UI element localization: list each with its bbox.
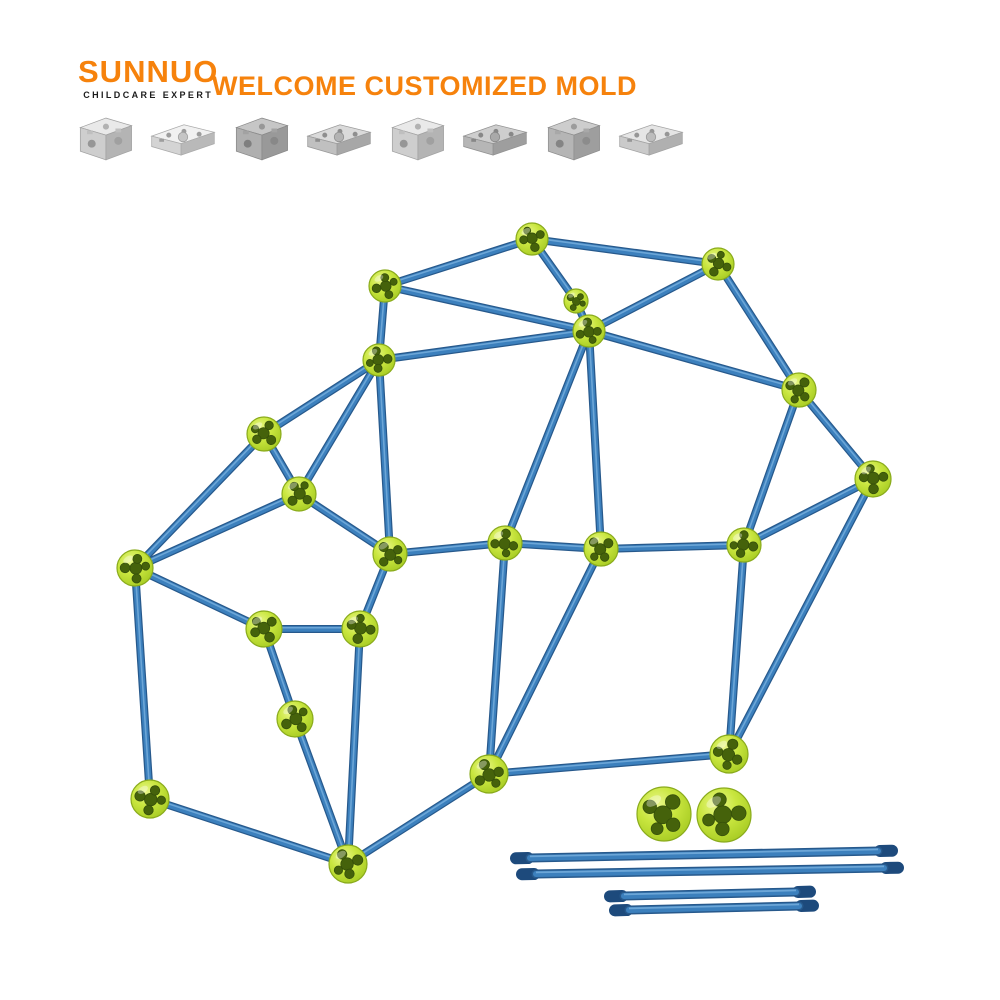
fort-rod: [585, 260, 722, 335]
fort-rod: [344, 625, 364, 868]
connector-ball: [130, 779, 170, 819]
connector-ball: [362, 343, 396, 377]
spare-ball: [696, 787, 752, 843]
fort-rod: [725, 475, 877, 758]
injection-mold-thumbnail-6: [458, 107, 532, 169]
connector-ball: [372, 536, 408, 572]
fort-rod: [131, 564, 154, 803]
fort-rod: [381, 235, 536, 290]
spare-rods: [510, 844, 904, 917]
fort-rod: [528, 235, 722, 268]
injection-mold-thumbnail-7: [536, 107, 610, 169]
fort-rod: [146, 795, 352, 868]
connector-ball: [701, 247, 735, 281]
injection-mold-thumbnail-3: [224, 107, 298, 169]
fort-rods: [131, 235, 877, 868]
fort-rod: [597, 541, 748, 553]
fort-rod: [795, 386, 877, 483]
connector-ball: [368, 269, 402, 303]
connector-ball: [726, 527, 762, 563]
fort-rod: [375, 356, 394, 558]
fort-rod: [585, 327, 803, 394]
injection-mold-thumbnail-5: [380, 107, 454, 169]
fort-rod: [131, 430, 268, 572]
connector-ball: [781, 372, 817, 408]
connector-ball: [854, 460, 892, 498]
fort-rod: [131, 564, 268, 633]
spare-ball: [636, 786, 692, 842]
fort-rod: [386, 539, 509, 558]
connector-ball: [281, 476, 317, 512]
injection-mold-thumbnail-4: [302, 107, 376, 169]
fort-rod: [725, 541, 748, 758]
fort-rod: [485, 539, 509, 778]
connector-ball: [469, 754, 509, 794]
mold-gallery: [68, 106, 708, 170]
brand-name: SUNNUO: [78, 54, 219, 89]
fort-rod: [740, 475, 877, 549]
injection-mold-thumbnail-2: [146, 107, 220, 169]
connector-ball: [116, 549, 154, 587]
injection-mold-thumbnail-1: [68, 107, 142, 169]
connector-ball: [583, 531, 619, 567]
connector-ball: [245, 610, 283, 648]
fort-rod: [295, 356, 383, 498]
spare-rod: [609, 899, 819, 917]
fort-rod: [585, 327, 605, 553]
spare-rod: [516, 861, 904, 881]
connector-ball: [563, 288, 589, 314]
fort-rod: [740, 386, 803, 549]
connector-ball: [246, 416, 282, 452]
fort-rod: [485, 750, 733, 778]
connector-ball: [572, 314, 606, 348]
brand-tagline: CHILDCARE EXPERT: [83, 90, 214, 100]
fort-rod: [260, 356, 383, 438]
injection-mold-thumbnail-8: [614, 107, 688, 169]
headline: WELCOME CUSTOMIZED MOLD: [212, 71, 637, 101]
connector-ball: [341, 610, 379, 648]
fort-rod: [291, 715, 352, 868]
connector-ball: [709, 734, 749, 774]
fort-rod: [485, 545, 605, 778]
fort-rod: [375, 327, 593, 364]
fort-rod: [501, 327, 593, 547]
connector-ball: [276, 700, 314, 738]
connector-ball: [515, 222, 549, 256]
fort-rod: [344, 770, 493, 868]
spare-rod: [604, 885, 816, 903]
fort-rod: [131, 490, 303, 572]
fort-rod: [381, 282, 593, 335]
spare-balls: [636, 786, 752, 843]
connector-ball: [328, 844, 368, 884]
fort-rod: [714, 260, 803, 394]
brand-logo: SUNNUO CHILDCARE EXPERT: [78, 56, 218, 100]
fort-connectors: [116, 222, 892, 884]
connector-ball: [487, 525, 523, 561]
spare-rod: [510, 844, 898, 865]
